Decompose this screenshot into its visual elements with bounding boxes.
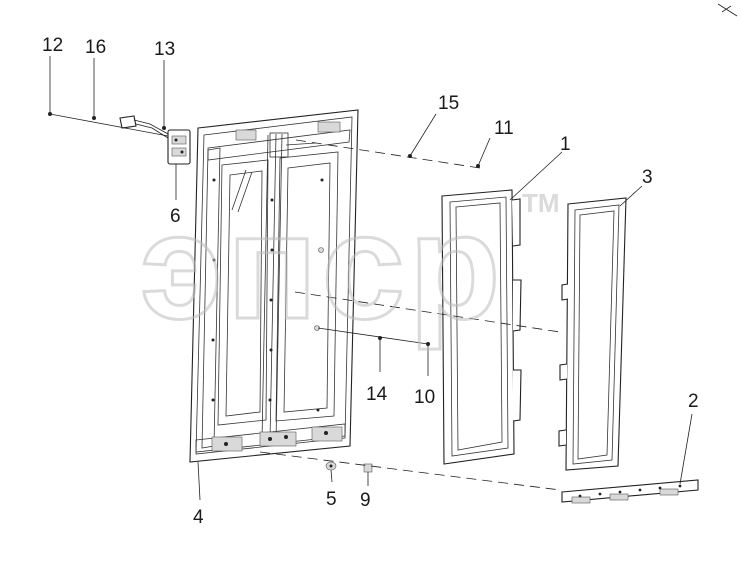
part-1-panel [441, 189, 522, 465]
part-4-frame [189, 109, 359, 463]
corner-mark-icon [717, 3, 738, 17]
part-2-strip [561, 479, 699, 504]
callout-labels: 12 16 13 6 15 11 1 3 2 14 10 5 9 4 [42, 35, 699, 528]
callout-15: 15 [438, 93, 459, 114]
callout-16: 16 [85, 37, 106, 58]
callout-14: 14 [366, 384, 388, 405]
callout-6: 6 [170, 206, 181, 227]
callout-9: 9 [360, 490, 371, 511]
callout-10: 10 [414, 387, 435, 408]
callout-1: 1 [560, 134, 571, 155]
watermark-logo: эпср TM [139, 181, 560, 352]
part-6-lock-assembly [119, 115, 191, 165]
callout-13: 13 [154, 39, 175, 60]
part-3-gasket [558, 197, 627, 471]
part-9-nut [363, 463, 373, 473]
leaders [48, 56, 693, 501]
assembly-lines [49, 113, 561, 491]
watermark-trademark: TM [522, 188, 560, 218]
part-5-washer [325, 461, 337, 471]
callout-4: 4 [193, 507, 204, 528]
callout-12: 12 [42, 35, 63, 56]
watermark-text: эпср [140, 182, 505, 350]
callout-11: 11 [494, 118, 514, 139]
callout-2: 2 [688, 391, 699, 412]
callout-3: 3 [642, 167, 653, 188]
callout-5: 5 [326, 489, 337, 510]
